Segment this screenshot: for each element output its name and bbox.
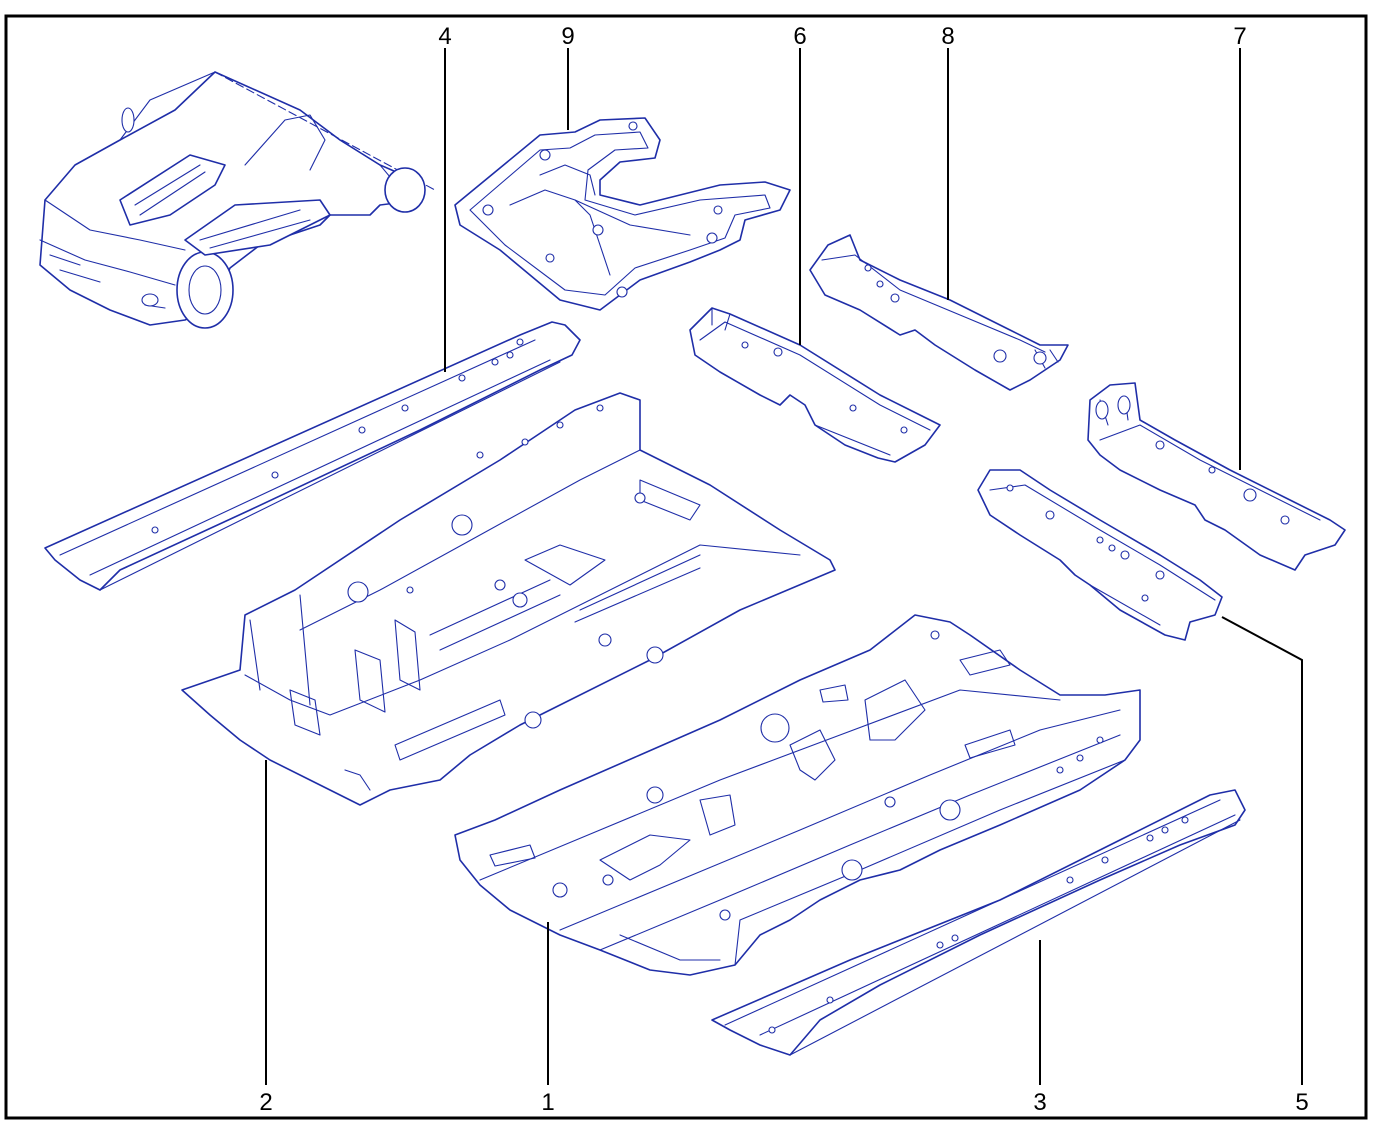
leader-line-5: [1221, 616, 1303, 1085]
callout-6: 6: [793, 23, 806, 50]
callout-4: 4: [438, 23, 451, 50]
callout-3: 3: [1033, 1089, 1046, 1116]
part-8-cross-member: [809, 234, 1069, 391]
callout-2: 2: [259, 1089, 272, 1116]
leader-lines: [265, 48, 1303, 1085]
callout-numbers: 4 9 6 8 7 2 1 3 5: [259, 23, 1308, 1116]
part-9-tunnel-plate: [454, 117, 791, 311]
part-7-cross-member: [1087, 382, 1346, 571]
part-1-center-floor: [454, 614, 1141, 976]
callout-9: 9: [561, 23, 574, 50]
callout-1: 1: [541, 1089, 554, 1116]
part-4-side-sill: [44, 321, 581, 591]
part-2-front-floor: [181, 392, 836, 806]
callout-5: 5: [1295, 1089, 1308, 1116]
diagram-frame: [4, 14, 1368, 1120]
callout-7: 7: [1233, 23, 1246, 50]
part-3-side-sill: [711, 789, 1246, 1056]
part-5-cross-member: [977, 469, 1223, 641]
vehicle-locator-illustration: [39, 71, 436, 329]
callout-8: 8: [941, 23, 954, 50]
